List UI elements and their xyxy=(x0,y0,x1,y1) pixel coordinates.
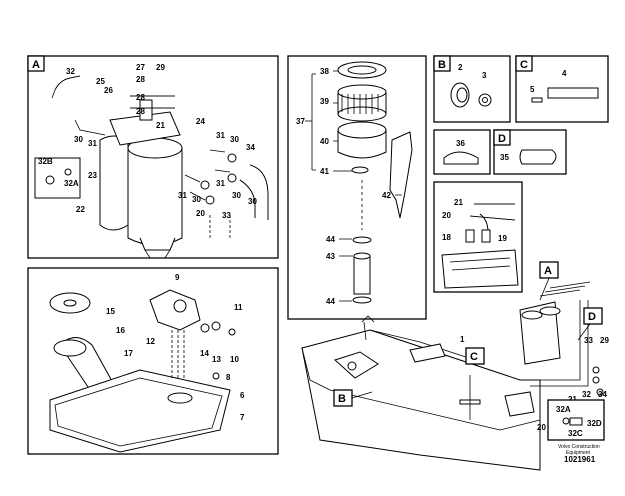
filter-label-40: 40 xyxy=(320,137,329,146)
sender-label-10: 10 xyxy=(230,355,239,364)
clip-label-36: 36 xyxy=(456,139,465,148)
panel-inset-32: 32A 32D 32C xyxy=(547,399,605,441)
main-tag-d: D xyxy=(588,311,596,323)
sender-label-16: 16 xyxy=(116,326,125,335)
panel-clip: 36 xyxy=(433,129,491,175)
panel-a-tag: A xyxy=(32,59,40,71)
a-label-34: 34 xyxy=(246,143,255,152)
a-label-28b: 28 xyxy=(136,93,145,102)
sender-label-17: 17 xyxy=(124,349,133,358)
a-label-32b: 32B xyxy=(38,157,53,166)
a-label-31b: 31 xyxy=(88,139,97,148)
a-label-31d: 31 xyxy=(216,179,225,188)
main-tag-c-box xyxy=(465,347,485,365)
filter-label-38: 38 xyxy=(320,67,329,76)
a-label-30a: 30 xyxy=(230,135,239,144)
sender-label-14: 14 xyxy=(200,349,209,358)
main-label-29: 29 xyxy=(600,336,609,345)
filter-label-41: 41 xyxy=(320,167,329,176)
footer-ref: 1021961 xyxy=(564,455,596,464)
hose-label-19: 19 xyxy=(498,234,507,243)
main-tag-a: A xyxy=(544,265,552,277)
panel-hose: 21 20 18 19 xyxy=(433,181,523,293)
a-label-24: 24 xyxy=(196,117,205,126)
hose-label-18: 18 xyxy=(442,233,451,242)
a-label-30e: 30 xyxy=(248,197,257,206)
panel-c-tag: C xyxy=(520,59,528,71)
c-label-4: 4 xyxy=(562,69,567,78)
sender-label-7: 7 xyxy=(240,413,245,422)
inset-label-32d: 32D xyxy=(587,419,602,428)
fuel-filter-drawing xyxy=(34,75,269,259)
filter-label-43: 43 xyxy=(326,252,335,261)
a-label-32: 32 xyxy=(66,67,75,76)
main-tag-c: C xyxy=(470,351,478,363)
panel-sender: 15 16 17 9 11 12 14 13 10 8 6 7 xyxy=(27,267,279,455)
sender-label-13: 13 xyxy=(212,355,221,364)
sender-label-9: 9 xyxy=(175,273,180,282)
panel-c: C 4 5 xyxy=(515,55,609,123)
a-label-20: 20 xyxy=(196,209,205,218)
footer-line1: Volvo Construction xyxy=(558,444,600,450)
a-label-29: 29 xyxy=(156,63,165,72)
sender-label-11: 11 xyxy=(234,303,243,312)
panel-b: B 2 3 xyxy=(433,55,511,123)
panel-b-tag: B xyxy=(438,59,446,71)
sender-label-12: 12 xyxy=(146,337,155,346)
filter-label-37: 37 xyxy=(296,117,305,126)
a-label-30c: 30 xyxy=(192,195,201,204)
a-label-23: 23 xyxy=(88,171,97,180)
a-label-30d: 30 xyxy=(232,191,241,200)
panel-d-tag: D xyxy=(498,133,506,145)
filter-label-44a: 44 xyxy=(326,235,335,244)
panel-clip-frame xyxy=(433,129,491,175)
a-label-30b: 30 xyxy=(74,135,83,144)
main-label-32: 32 xyxy=(582,390,591,399)
filter-label-44b: 44 xyxy=(326,297,335,306)
a-label-27: 27 xyxy=(136,63,145,72)
filter-label-39: 39 xyxy=(320,97,329,106)
main-tank-assembly: C B A D 1 33 29 32 34 21 20 xyxy=(301,261,609,471)
hose-label-21: 21 xyxy=(454,198,463,207)
main-label-20: 20 xyxy=(537,423,546,432)
a-label-32a: 32A xyxy=(64,179,79,188)
b-label-2: 2 xyxy=(458,63,463,72)
main-tag-b: B xyxy=(338,393,346,405)
panel-a-tag-box xyxy=(27,55,45,72)
sender-label-8: 8 xyxy=(226,373,231,382)
a-label-33: 33 xyxy=(222,211,231,220)
c-label-5: 5 xyxy=(530,85,535,94)
footer-line2: Equipment xyxy=(566,450,591,456)
main-label-34: 34 xyxy=(598,390,607,399)
a-label-22: 22 xyxy=(76,205,85,214)
filter-label-42: 42 xyxy=(382,191,391,200)
sender-label-15: 15 xyxy=(106,307,115,316)
footer: Volvo Construction Equipment 1021961 xyxy=(558,444,600,464)
a-label-31c: 31 xyxy=(178,191,187,200)
a-label-26: 26 xyxy=(104,86,113,95)
inset-label-32a: 32A xyxy=(556,405,571,414)
inset-label-32c: 32C xyxy=(568,429,583,438)
hose-label-20: 20 xyxy=(442,211,451,220)
panel-d: D 35 xyxy=(493,129,567,175)
main-label-1: 1 xyxy=(460,335,465,344)
panel-a: A xyxy=(27,55,279,259)
b-label-3: 3 xyxy=(482,71,487,80)
panel-filter-insert: 38 39 37 40 41 42 44 43 44 xyxy=(287,55,427,320)
main-label-33: 33 xyxy=(584,336,593,345)
sender-label-6: 6 xyxy=(240,391,245,400)
d-label-35: 35 xyxy=(500,153,509,162)
a-label-28a: 28 xyxy=(136,75,145,84)
main-tag-d-box xyxy=(583,307,603,325)
a-label-25: 25 xyxy=(96,77,105,86)
a-label-28c: 28 xyxy=(136,107,145,116)
a-label-21: 21 xyxy=(156,121,165,130)
a-label-31a: 31 xyxy=(216,131,225,140)
